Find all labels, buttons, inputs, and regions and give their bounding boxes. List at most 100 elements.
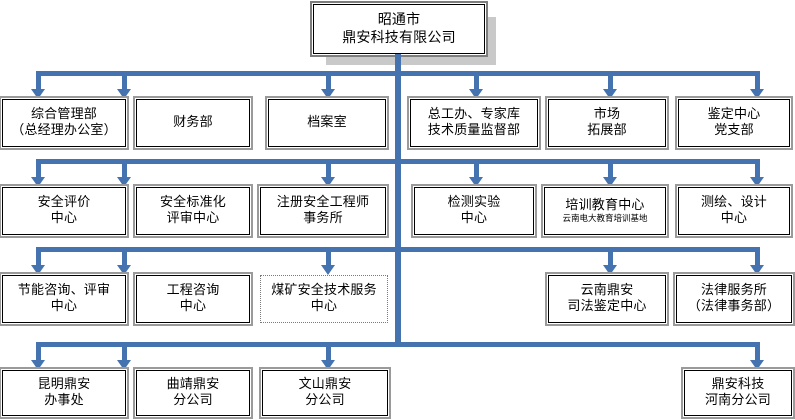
connector-stub-3-6 — [755, 247, 760, 269]
node-line: 司法鉴定中心 — [567, 299, 647, 314]
node-line: 事务所 — [303, 211, 343, 226]
connector-stub-2-3 — [326, 159, 331, 181]
connector-stub-1-3 — [326, 71, 331, 93]
node-yunnan-dingan-judicial-appraisal-center[interactable]: 云南鼎安 司法鉴定中心 — [548, 275, 666, 323]
node-subtitle: 云南电大教育培训基地 — [562, 213, 648, 224]
arrow-1-5 — [603, 89, 617, 99]
node-finance-department[interactable]: 财务部 — [136, 99, 250, 147]
connector-bus-level-3 — [36, 247, 760, 252]
node-kunming-dingan-office[interactable]: 昆明鼎安 办事处 — [2, 370, 126, 416]
node-line: 昆明鼎安 — [37, 377, 91, 393]
arrow-3-6 — [750, 265, 764, 275]
node-line: 测绘、设计 — [700, 195, 767, 211]
node-qujing-dingan-branch[interactable]: 曲靖鼎安 分公司 — [136, 370, 250, 416]
root-line-2: 鼎安科技有限公司 — [342, 30, 456, 46]
node-wenshan-dingan-branch[interactable]: 文山鼎安 分公司 — [262, 370, 388, 416]
connector-stub-1-1 — [36, 71, 41, 93]
node-line: 鼎安科技 — [711, 377, 765, 393]
node-archives-room[interactable]: 档案室 — [268, 99, 386, 147]
connector-stub-1-2 — [122, 71, 127, 93]
arrow-4-2 — [117, 360, 131, 370]
node-line: 河南分公司 — [704, 393, 771, 408]
connector-stub-3-5 — [608, 247, 613, 269]
node-engineering-consulting-center[interactable]: 工程咨询 中心 — [136, 275, 250, 323]
arrow-1-6 — [750, 89, 764, 99]
node-surveying-design-center[interactable]: 测绘、设计 中心 — [678, 187, 790, 235]
node-line: 法律服务所 — [700, 283, 767, 299]
arrow-2-3 — [321, 177, 335, 187]
node-chief-engineer-expert-pool[interactable]: 总工办、专家库 技术质量监督部 — [410, 99, 538, 147]
node-market-development[interactable]: 市场 拓展部 — [548, 99, 666, 147]
node-line: 总工办、专家库 — [427, 107, 521, 123]
connector-stub-4-6 — [755, 342, 760, 364]
node-line: 检测实验 — [447, 195, 501, 211]
connector-stub-3-3 — [326, 247, 331, 269]
arrow-3-5 — [603, 265, 617, 275]
connector-stub-1-6 — [755, 71, 760, 93]
node-line: 技术质量监督部 — [427, 123, 521, 138]
node-line: 中心 — [460, 211, 488, 226]
node-line: 曲靖鼎安 — [166, 377, 220, 393]
node-line: 评审中心 — [166, 211, 220, 226]
root-line-1: 昭通市 — [377, 11, 421, 28]
node-line: 文山鼎安 — [298, 377, 352, 393]
arrow-1-3 — [321, 89, 335, 99]
node-energy-saving-consulting-review-center[interactable]: 节能咨询、评审 中心 — [2, 275, 126, 323]
connector-stub-2-4 — [474, 159, 479, 181]
node-line: 市场 — [593, 107, 621, 123]
node-line: （法律事务部） — [687, 299, 781, 314]
node-safety-standardization-review-center[interactable]: 安全标准化 评审中心 — [136, 187, 250, 235]
node-line: 中心 — [720, 211, 748, 226]
arrow-3-2 — [117, 265, 131, 275]
arrow-2-4 — [469, 177, 483, 187]
node-line: 拓展部 — [587, 123, 627, 138]
connector-stub-2-1 — [36, 159, 41, 181]
node-legal-service-office[interactable]: 法律服务所 （法律事务部） — [676, 275, 792, 323]
connector-stub-2-6 — [755, 159, 760, 181]
connector-bus-level-1 — [36, 71, 760, 76]
node-line: 中心 — [50, 299, 78, 314]
node-training-education-center[interactable]: 培训教育中心 云南电大教育培训基地 — [544, 187, 666, 235]
node-line: 安全评价 — [37, 195, 91, 211]
node-line: 鉴定中心 — [707, 107, 761, 123]
arrow-1-4 — [469, 89, 483, 99]
node-line: 档案室 — [307, 115, 347, 131]
connector-bus-level-2 — [36, 159, 760, 164]
node-line: 办事处 — [44, 393, 84, 408]
arrow-1-1 — [31, 89, 45, 99]
node-appraisal-center-party-branch[interactable]: 鉴定中心 党支部 — [678, 99, 790, 147]
node-line: 工程咨询 — [166, 283, 220, 299]
node-line: 党支部 — [714, 123, 754, 138]
arrow-4-6 — [750, 360, 764, 370]
node-line: （总经理办公室） — [11, 123, 117, 138]
node-line: 中心 — [310, 299, 338, 314]
node-coal-mine-safety-technical-service-center[interactable]: 煤矿安全技术服务 中心 — [260, 275, 388, 323]
connector-stub-1-5 — [608, 71, 613, 93]
arrow-4-3 — [321, 360, 335, 370]
connector-bus-level-4 — [36, 342, 760, 347]
node-line: 综合管理部 — [30, 107, 97, 123]
arrow-2-2 — [117, 177, 131, 187]
node-testing-laboratory-center[interactable]: 检测实验 中心 — [414, 187, 534, 235]
node-comprehensive-management[interactable]: 综合管理部 （总经理办公室） — [2, 99, 126, 147]
node-line: 煤矿安全技术服务 — [271, 283, 377, 299]
arrow-2-5 — [603, 177, 617, 187]
node-line: 分公司 — [305, 393, 345, 408]
arrow-3-1 — [31, 265, 45, 275]
node-line: 节能咨询、评审 — [17, 283, 111, 299]
main-trunk-line — [395, 54, 401, 342]
connector-stub-3-1 — [36, 247, 41, 269]
arrow-1-2 — [117, 89, 131, 99]
node-line: 注册安全工程师 — [276, 195, 370, 211]
node-line: 财务部 — [173, 115, 213, 131]
node-line: 中心 — [179, 299, 207, 314]
node-line: 安全标准化 — [159, 195, 226, 211]
node-safety-evaluation-center[interactable]: 安全评价 中心 — [2, 187, 126, 235]
node-registered-safety-engineer-office[interactable]: 注册安全工程师 事务所 — [260, 187, 386, 235]
node-line: 云南鼎安 — [580, 283, 634, 299]
root-node-company[interactable]: 昭通市 鼎安科技有限公司 — [313, 4, 485, 54]
node-dingan-technology-henan-branch[interactable]: 鼎安科技 河南分公司 — [684, 370, 792, 416]
connector-stub-4-2 — [122, 342, 127, 364]
arrow-3-3 — [321, 265, 335, 275]
